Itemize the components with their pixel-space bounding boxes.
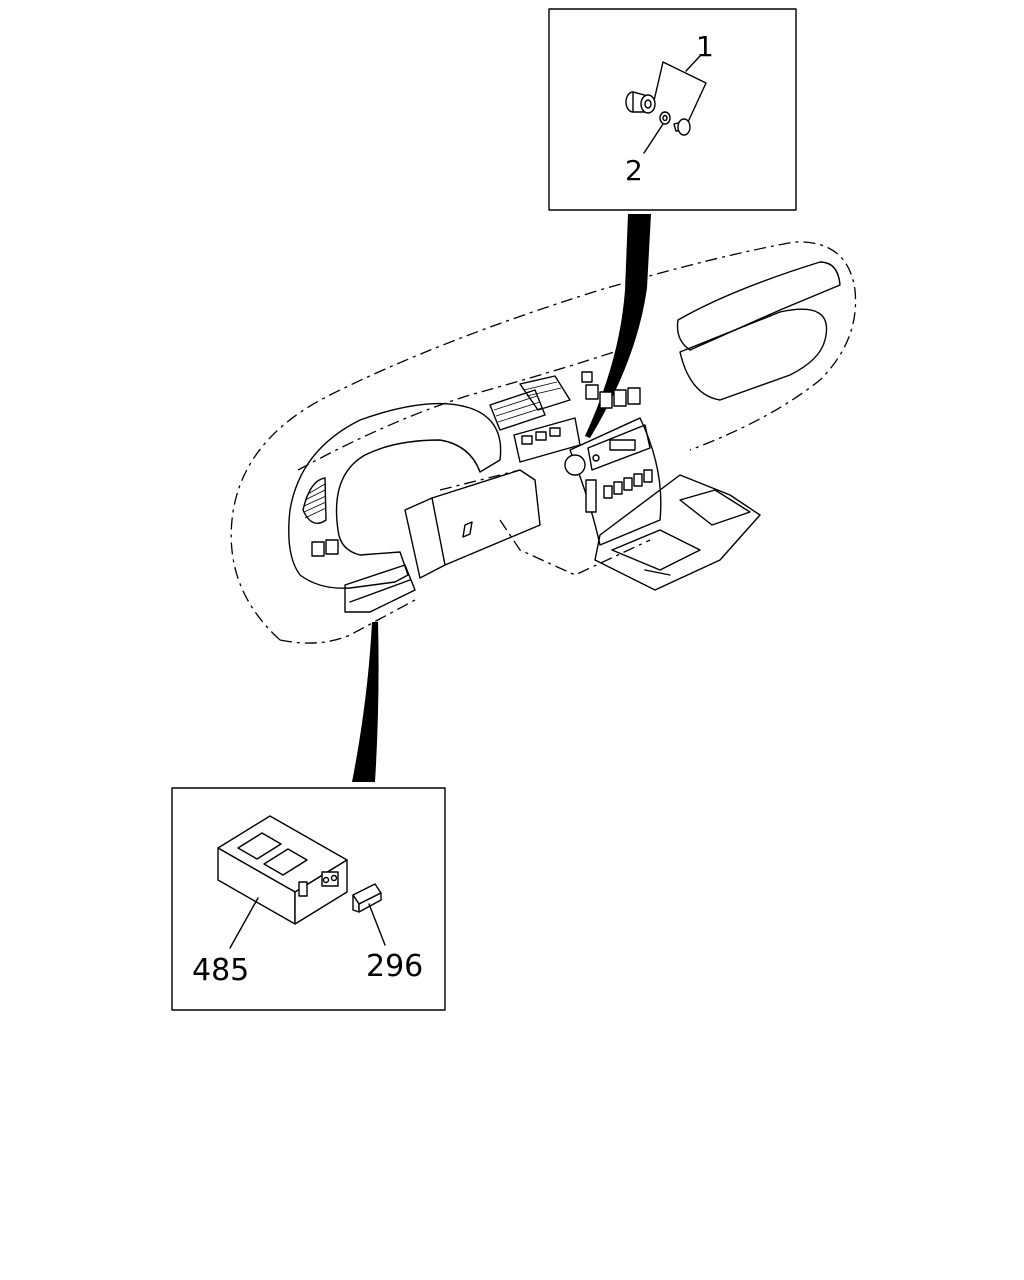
- detail-box-top: 1 2: [548, 8, 797, 211]
- clip-part: [625, 91, 656, 114]
- instrument-panel-illustration: [230, 241, 857, 644]
- connector-part: [352, 883, 382, 913]
- callout-485: 485: [192, 953, 249, 988]
- washer-part: [659, 111, 671, 125]
- control-unit-part: [217, 815, 348, 925]
- callout-296: 296: [366, 949, 423, 984]
- screw-part: [673, 118, 691, 136]
- callout-2: 2: [625, 154, 643, 187]
- leader-top: [585, 214, 651, 438]
- detail-box-bottom: 485 296: [171, 787, 446, 1011]
- callout-1: 1: [696, 30, 714, 63]
- leader-bottom: [352, 622, 379, 782]
